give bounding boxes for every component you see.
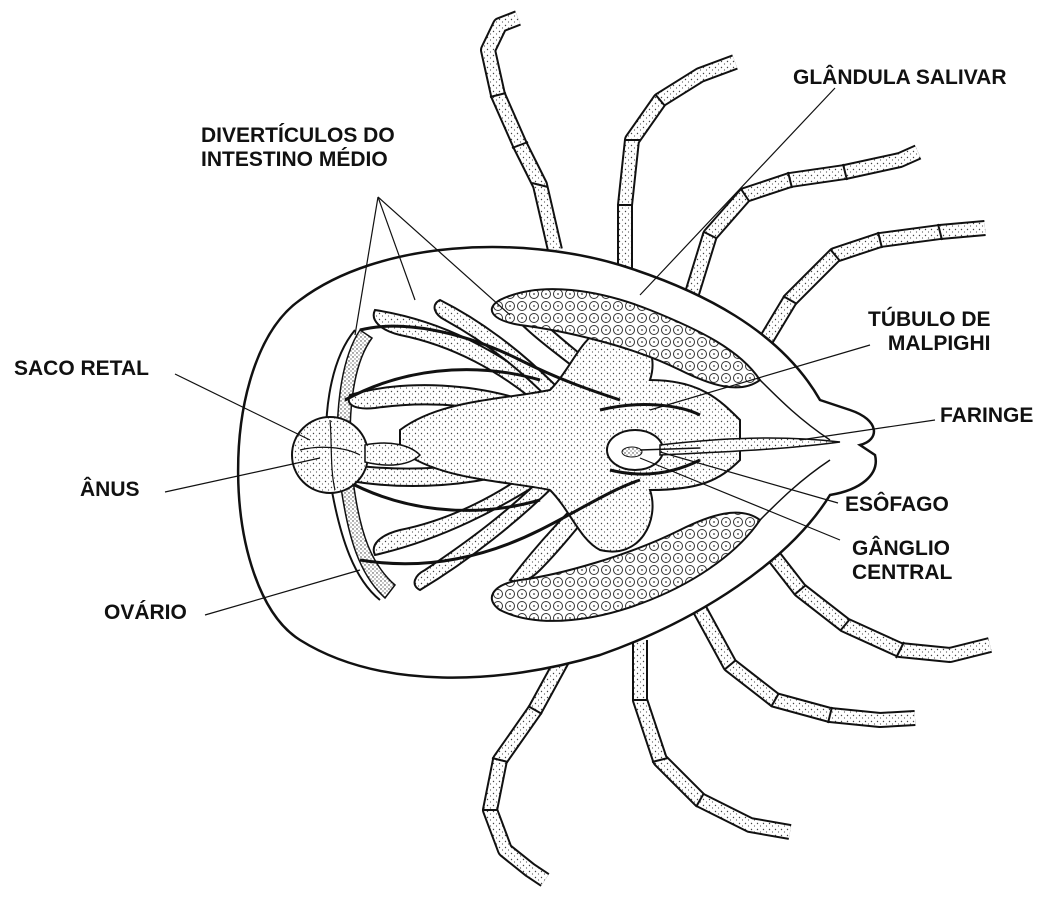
leg-lower-1 [490, 655, 565, 880]
label-ganglio-central: GÂNGLIO CENTRAL [852, 537, 952, 585]
leg-lower-2 [640, 640, 790, 832]
label-esofago: ESÔFAGO [845, 493, 949, 517]
label-diverticulos-line2: INTESTINO MÉDIO [201, 148, 395, 172]
label-saco-retal: SACO RETAL [14, 357, 149, 381]
label-tubulo-de-malpighi: TÚBULO DE MALPIGHI [868, 308, 991, 356]
central-ganglion-inner [622, 447, 642, 457]
label-tubulo-line1: TÚBULO DE [868, 308, 991, 332]
label-ganglio-line2: CENTRAL [852, 561, 952, 585]
label-faringe: FARINGE [940, 404, 1033, 428]
label-ganglio-line1: GÂNGLIO [852, 537, 952, 561]
leg-upper-1 [488, 18, 555, 250]
leg-lower-3 [700, 610, 915, 720]
label-diverticulos: DIVERTÍCULOS DO INTESTINO MÉDIO [201, 124, 395, 172]
label-anus: ÂNUS [80, 478, 140, 502]
leg-upper-2 [625, 62, 735, 270]
label-glandula-salivar: GLÂNDULA SALIVAR [793, 66, 1007, 90]
label-diverticulos-line1: DIVERTÍCULOS DO [201, 124, 395, 148]
label-tubulo-line2: MALPIGHI [868, 332, 991, 356]
label-ovario: OVÁRIO [104, 601, 187, 625]
